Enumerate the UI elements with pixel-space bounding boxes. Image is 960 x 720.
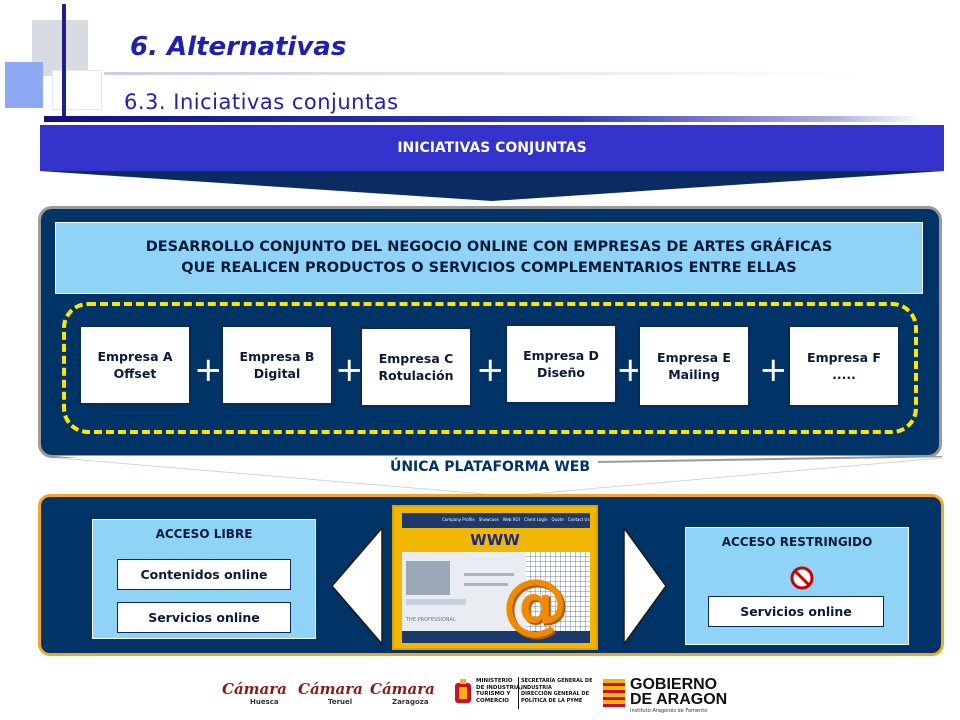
empresa-e-name: Empresa E <box>657 350 731 365</box>
website-photo <box>406 561 450 595</box>
prohibited-icon <box>790 566 814 590</box>
right-triangle-arrow <box>623 526 667 646</box>
header-decoration-blue-square <box>5 62 43 108</box>
empresa-e-desc: Mailing <box>668 367 720 382</box>
plataforma-arrow <box>56 456 942 496</box>
plus-sign-3: + <box>476 350 505 390</box>
header-decoration-white-square <box>52 70 102 110</box>
website-nav: Company Profile Showcase Web ROI Client … <box>442 517 590 522</box>
secretaria-line: SECRETARÍA GENERAL DE <box>521 678 593 684</box>
camara-zaragoza-city: Zaragoza <box>392 698 429 706</box>
desarrollo-line-2: QUE REALICEN PRODUCTOS O SERVICIOS COMPL… <box>181 260 797 276</box>
empresa-c-name: Empresa C <box>378 351 454 366</box>
empresa-d-name: Empresa D <box>523 348 599 363</box>
ministerio-line: DE INDUSTRIA, <box>476 684 523 691</box>
empresa-card-e: Empresa E Mailing <box>638 325 750 407</box>
plus-sign-1: + <box>194 350 223 390</box>
ministerio-line: MINISTERIO <box>476 678 513 684</box>
website-footer-bar <box>402 631 590 643</box>
website-nav-bar <box>402 513 590 529</box>
website-grid-decoration <box>526 541 590 631</box>
website-nav-item: Contact Us <box>567 517 590 522</box>
logo-ministerio: MINISTERIO DE INDUSTRIA, TURISMO Y COMER… <box>452 677 593 711</box>
www-label: WWW <box>396 528 594 552</box>
banner-down-arrow <box>40 171 944 201</box>
servicios-online-pill-libre: Servicios online <box>117 602 291 633</box>
secretaria-line: INDUSTRIA <box>521 684 552 691</box>
left-triangle-arrow <box>331 526 383 646</box>
website-text-line <box>406 599 466 605</box>
www-label-text: WWW <box>470 531 520 549</box>
contenidos-online-label: Contenidos online <box>140 567 268 582</box>
header-vertical-line <box>62 4 66 118</box>
page-subtitle: 6.3. Iniciativas conjuntas <box>124 90 399 114</box>
logo-camara-teruel: Cámara Teruel <box>298 680 363 706</box>
ministerio-line: COMERCIO <box>476 697 509 704</box>
empresa-d-desc: Diseño <box>536 365 586 380</box>
empresa-card-d: Empresa D Diseño <box>505 324 617 404</box>
website-nav-item: Quote <box>551 517 564 522</box>
website-nav-item: Client Login <box>523 517 548 522</box>
logo-camara-huesca: Cámara Huesca <box>222 680 287 706</box>
empresa-card-f: Empresa F ..... <box>788 325 900 407</box>
servicios-online-pill-restringido: Servicios online <box>708 596 884 627</box>
empresa-a-desc: Offset <box>113 366 157 381</box>
empresa-c-desc: Rotulación <box>378 368 454 383</box>
plataforma-label: ÚNICA PLATAFORMA WEB <box>389 459 591 475</box>
empresa-b-name: Empresa B <box>239 349 315 364</box>
website-text-line <box>464 573 514 576</box>
contenidos-online-pill: Contenidos online <box>117 559 291 590</box>
empresa-a-name: Empresa A <box>97 349 173 364</box>
acceso-restringido-title: ACCESO RESTRINGIDO <box>721 535 873 549</box>
gobierno-line-1: GOBIERNO <box>630 676 718 693</box>
instituto-label: Instituto Aragonés de Fomento <box>630 708 708 714</box>
ministerio-line: TURISMO Y <box>476 691 511 697</box>
empresas-dashed-group <box>62 302 918 434</box>
empresa-card-a: Empresa A Offset <box>79 325 191 405</box>
acceso-libre-title: ACCESO LIBRE <box>155 527 253 541</box>
camara-huesca-name: Cámara <box>222 680 287 698</box>
page-title: 6. Alternativas <box>130 32 347 62</box>
at-symbol-icon: @ <box>502 565 568 642</box>
direccion-line: DIRECCIÓN GENERAL DE <box>521 691 589 697</box>
camara-zaragoza-name: Cámara <box>370 680 435 698</box>
website-nav-item: Company Profile <box>442 517 475 522</box>
servicios-online-libre-label: Servicios online <box>148 610 260 625</box>
coat-of-arms-icon <box>455 679 471 703</box>
website-nav-item: Showcase <box>478 517 499 522</box>
plus-sign-2: + <box>335 350 364 390</box>
website-text-line <box>464 583 508 586</box>
aragon-flag-icon <box>603 679 625 707</box>
empresa-card-c: Empresa C Rotulación <box>360 327 472 407</box>
website-footer-text: THE PROFESSIONAL <box>406 617 456 623</box>
website-nav-item: Web ROI <box>502 517 520 522</box>
ministerio-divider <box>518 677 519 709</box>
camara-huesca-city: Huesca <box>250 698 279 706</box>
iniciativas-banner-label: INICIATIVAS CONJUNTAS <box>397 140 587 156</box>
camara-teruel-city: Teruel <box>328 698 353 706</box>
iniciativas-banner: INICIATIVAS CONJUNTAS <box>40 125 944 171</box>
empresa-f-desc: ..... <box>832 367 856 382</box>
header-rule-bottom <box>44 116 924 122</box>
website-screenshot: Company Profile Showcase Web ROI Client … <box>392 505 598 650</box>
direccion-line: POLÍTICA DE LA PYME <box>521 697 583 704</box>
plus-sign-5: + <box>759 350 788 390</box>
header-rule-top <box>104 72 864 75</box>
desarrollo-line-1: DESARROLLO CONJUNTO DEL NEGOCIO ONLINE C… <box>145 239 833 255</box>
gobierno-line-2: DE ARAGON <box>630 691 728 708</box>
camara-teruel-name: Cámara <box>298 680 363 698</box>
servicios-online-restringido-label: Servicios online <box>740 604 852 619</box>
logo-camara-zaragoza: Cámara Zaragoza <box>370 680 435 706</box>
logo-gobierno-aragon: GOBIERNO DE ARAGON Instituto Aragonés de… <box>603 677 753 715</box>
empresa-b-desc: Digital <box>253 366 301 381</box>
empresa-card-b: Empresa B Digital <box>221 325 333 405</box>
empresa-f-name: Empresa F <box>807 350 881 365</box>
desarrollo-box: DESARROLLO CONJUNTO DEL NEGOCIO ONLINE C… <box>55 222 923 294</box>
